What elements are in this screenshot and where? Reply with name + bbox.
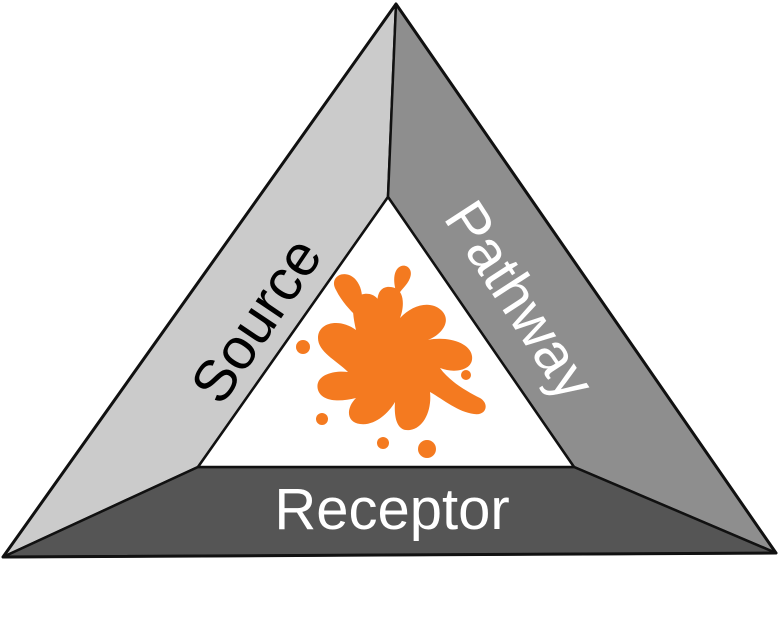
orange-splat-icon <box>296 265 486 458</box>
outer-triangle-outline <box>1 2 778 559</box>
receptor-label: Receptor <box>274 477 509 542</box>
